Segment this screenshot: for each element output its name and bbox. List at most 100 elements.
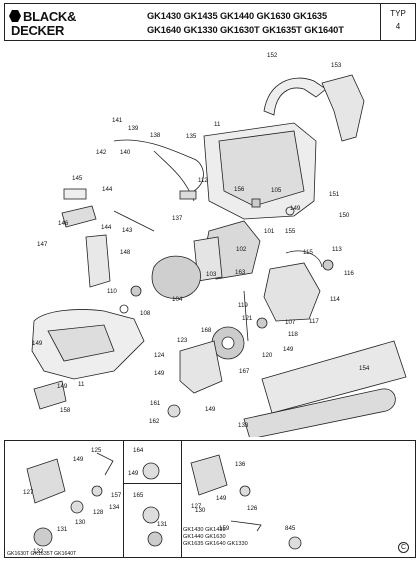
chain-cover [261,340,407,414]
part-label: 102 [236,246,247,253]
part-label: 133 [238,422,249,429]
armature [151,255,201,299]
part-label: 126 [247,505,258,512]
brand-logo: BLACK& DECKER [9,8,99,38]
part-label: 164 [133,447,144,454]
part-label: 140 [120,149,131,156]
part-label: 149 [290,205,301,212]
part-label: 144 [101,224,112,231]
lower-cover [33,380,67,410]
brand-line1: BLACK& [23,9,77,24]
part-label: 134 [109,504,120,511]
tension-knob [33,527,53,547]
part-label: 158 [60,407,71,414]
part-label: 119 [238,302,248,309]
part-label: 163 [235,269,246,276]
lock-rod [113,210,155,232]
part-label: 121 [242,315,253,322]
part-label: 143 [122,227,133,234]
part-label: 149 [154,370,165,377]
part-label: 11 [214,121,221,128]
part-label: 137 [172,215,183,222]
brand-line2: DECKER [11,23,65,38]
part-label: 153 [331,62,342,69]
variant-caption: GK1630T GK1635T GK1640T [7,551,77,557]
gear-cover-variant-b [190,454,228,496]
part-label: 168 [201,327,212,334]
part-label: 146 [58,220,69,227]
part-label: 127 [191,503,202,510]
part-label: 144 [102,186,113,193]
part-label: 11 [78,381,85,388]
part-label: 149 [57,383,68,390]
part-label: 162 [149,418,160,425]
panel-divider [123,441,124,557]
exploded-view-drawing [31,74,407,437]
part-label: 118 [288,331,298,338]
part-label: 131 [57,526,68,533]
front-handle [263,77,327,116]
part-label: 167 [239,368,250,375]
part-label: 845 [285,525,296,532]
part-label: 149 [205,406,216,413]
gear-housing [263,262,321,322]
part-label: 110 [107,288,117,295]
variant-caption: GK1440 GK1630 [183,534,226,540]
part-label: 117 [309,318,319,325]
part-label: 104 [172,296,183,303]
part-label: 149 [32,340,43,347]
switch [63,188,87,200]
panel-divider [123,483,181,484]
chain-bar [243,388,396,437]
part-label: 128 [93,509,104,516]
part-label: 101 [264,228,275,235]
part-label: 152 [267,52,278,59]
part-label: 159 [219,525,230,532]
part-label: 161 [150,400,161,407]
part-label: 116 [344,270,354,277]
type-box: TYP 4 [380,4,415,40]
part-label: 149 [73,456,84,463]
part-label: 124 [154,352,165,359]
part-label: 154 [359,365,370,372]
part-label: 127 [23,489,34,496]
variant-caption: GK1430 GK1435 [183,527,226,533]
part-label: 130 [195,507,206,514]
part-label: 135 [186,133,197,140]
part-label: 138 [150,132,161,139]
gear-cover-variant-a [26,458,66,504]
header: BLACK& DECKER GK1430 GK1435 GK1440 GK163… [4,3,416,41]
chain-brake-guard [321,74,365,142]
part-label: 141 [112,117,123,124]
part-label: 149 [216,495,227,502]
part-label: 123 [177,337,188,344]
part-label: 155 [285,228,296,235]
part-label: 130 [75,519,86,526]
part-label: 136 [235,461,246,468]
part-label: 125 [91,447,102,454]
part-label: 157 [111,492,122,499]
variant-drawings [26,452,302,550]
type-label: TYP [390,9,406,18]
copyright-symbol: C [398,542,409,553]
part-label: 150 [339,212,350,219]
part-label: 149 [283,346,294,353]
model-line2: GK1640 GK1330 GK1630T GK1635T GK1640T [147,25,344,35]
part-label: 113 [332,246,342,253]
part-label: 103 [206,271,217,278]
part-label: 147 [37,241,48,248]
part-label: 156 [234,186,245,193]
part-label: 112 [198,177,208,184]
part-label: 115 [303,249,313,256]
part-label: 139 [128,125,139,132]
part-label: 114 [330,296,340,303]
rear-handle-half [85,234,111,288]
part-label: 165 [133,492,144,499]
hexagon-logo-icon [9,10,21,22]
part-label: 145 [72,175,83,182]
part-label: 142 [96,149,107,156]
part-label: 149 [128,470,139,477]
part-label: 148 [120,249,131,256]
variant-caption: GK1635 GK1640 GK1330 [183,541,248,547]
